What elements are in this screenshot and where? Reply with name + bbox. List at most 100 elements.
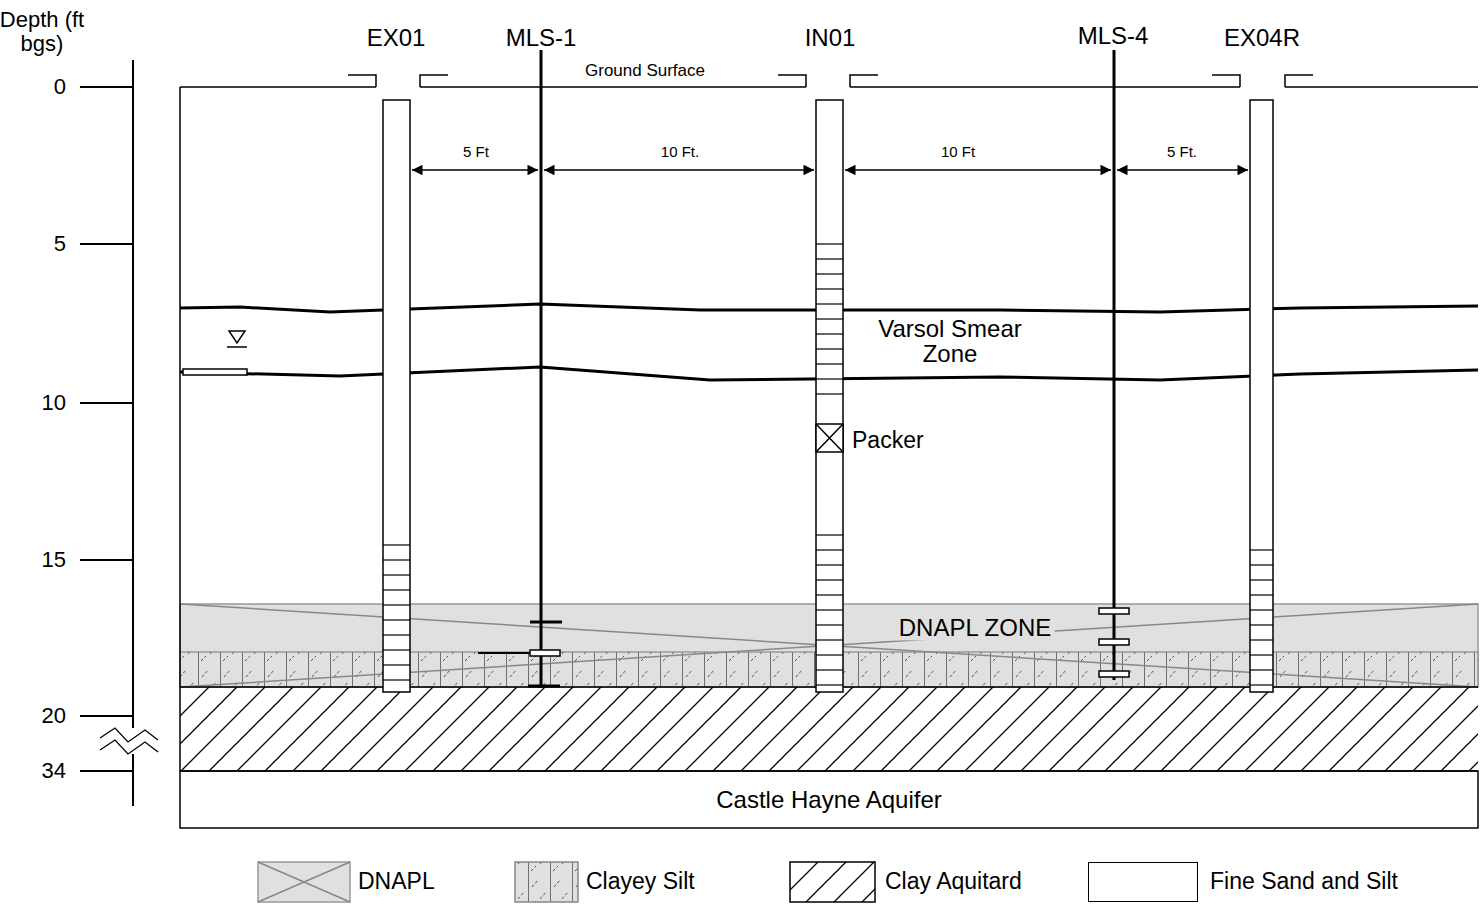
well-screen	[383, 664, 410, 665]
well-screen	[816, 258, 843, 259]
legend-label: Clay Aquitard	[885, 869, 1022, 894]
well-screen	[816, 594, 843, 595]
wells	[1250, 100, 1273, 692]
ground-surface	[348, 75, 448, 87]
well-screen	[1250, 594, 1273, 595]
legend-label: DNAPL	[358, 869, 435, 894]
legend-swatches	[258, 862, 875, 902]
depth-tick: 20	[42, 704, 66, 728]
well-screen	[816, 654, 843, 655]
well-screen	[383, 544, 410, 545]
well-screen	[816, 624, 843, 625]
well-screen	[1250, 549, 1273, 550]
well-name: MLS-1	[506, 25, 577, 51]
multilevel-sampler	[530, 621, 562, 624]
multilevel-sampler	[540, 50, 543, 688]
well-screen	[1250, 624, 1273, 625]
zone-label: Varsol Smear Zone	[875, 316, 1025, 366]
legend-swatches	[258, 862, 350, 902]
well-screen	[816, 243, 843, 244]
well-screen	[1250, 669, 1273, 670]
depth-axis	[100, 728, 158, 754]
ground-surface	[180, 75, 1478, 87]
ground-surface	[1212, 75, 1313, 87]
well-screen	[816, 549, 843, 550]
well-screen	[1250, 609, 1273, 610]
well-name: EX01	[367, 25, 426, 51]
strata	[180, 687, 1478, 771]
well-screen	[816, 579, 843, 580]
depth-tick: 0	[54, 75, 66, 99]
ground-label: Ground Surface	[585, 62, 705, 81]
well-screen	[1250, 639, 1273, 640]
well-screen	[816, 684, 843, 685]
packer	[816, 424, 843, 452]
dimension-arrows	[544, 169, 814, 171]
multilevel-sampler	[530, 650, 560, 656]
well-screen	[816, 363, 843, 364]
well-screen	[383, 244, 1273, 685]
wells	[816, 100, 843, 692]
well-screen	[816, 393, 843, 394]
well-screen	[383, 634, 410, 635]
packer	[816, 424, 843, 452]
packer-label: Packer	[852, 428, 924, 453]
well-screen	[816, 378, 843, 379]
dimension: 10 Ft.	[661, 144, 699, 161]
legend-label: Fine Sand and Silt	[1210, 869, 1398, 894]
legend-swatches	[258, 862, 350, 902]
dnapl-zone-band: DNAPL ZONE	[180, 606, 1478, 650]
well-screen	[816, 288, 843, 289]
well-screen	[816, 669, 843, 670]
multilevel-sampler	[1099, 608, 1129, 614]
dimension-arrows	[412, 169, 1248, 171]
well-screen	[816, 564, 843, 565]
well-screen	[383, 649, 410, 650]
legend-label: Clayey Silt	[586, 869, 695, 894]
well-name: IN01	[805, 25, 856, 51]
dimension: 5 Ft	[463, 144, 489, 161]
well-screen	[383, 574, 410, 575]
depth-tick: 10	[42, 391, 66, 415]
well-screen	[1250, 654, 1273, 655]
legend-swatch	[1088, 862, 1198, 902]
well-screen	[816, 273, 843, 274]
well-screen	[816, 303, 843, 304]
well-screen	[816, 333, 843, 334]
well-screen	[383, 619, 410, 620]
strata	[180, 87, 1478, 771]
dimension-arrows	[412, 169, 538, 171]
well-screen	[816, 318, 843, 319]
depth-axis	[132, 60, 134, 806]
well-screen	[383, 604, 410, 605]
dimension-arrows	[1117, 169, 1248, 171]
well-screen	[1250, 564, 1273, 565]
depth-tick: 5	[54, 232, 66, 256]
depth-tick: 34	[42, 759, 66, 783]
zone-label: DNAPL ZONE	[895, 615, 1055, 640]
smear-zone-band: Varsol Smear Zone	[180, 312, 1478, 370]
depth-tick: 15	[42, 548, 66, 572]
wells	[383, 100, 410, 692]
dimension: 10 Ft	[941, 144, 975, 161]
well-screen	[816, 639, 843, 640]
ground-surface	[778, 75, 878, 87]
dimension: 5 Ft.	[1167, 144, 1197, 161]
zone-label: Castle Hayne Aquifer	[716, 787, 941, 812]
legend-swatches	[790, 862, 875, 902]
well-screen	[1250, 579, 1273, 580]
well-screen	[383, 679, 410, 680]
dimension-arrows	[845, 169, 1111, 171]
multilevel-sampler	[1099, 671, 1129, 677]
multilevel-sampler	[1113, 50, 1116, 680]
water-table-symbol	[183, 369, 247, 375]
aquifer-band: Castle Hayne Aquifer	[180, 772, 1478, 827]
multilevel-sampler	[528, 685, 560, 688]
water-table-symbol	[183, 331, 247, 375]
well-screen	[816, 609, 843, 610]
strata	[180, 771, 1478, 828]
strata	[180, 87, 1478, 828]
wells	[383, 100, 1273, 692]
